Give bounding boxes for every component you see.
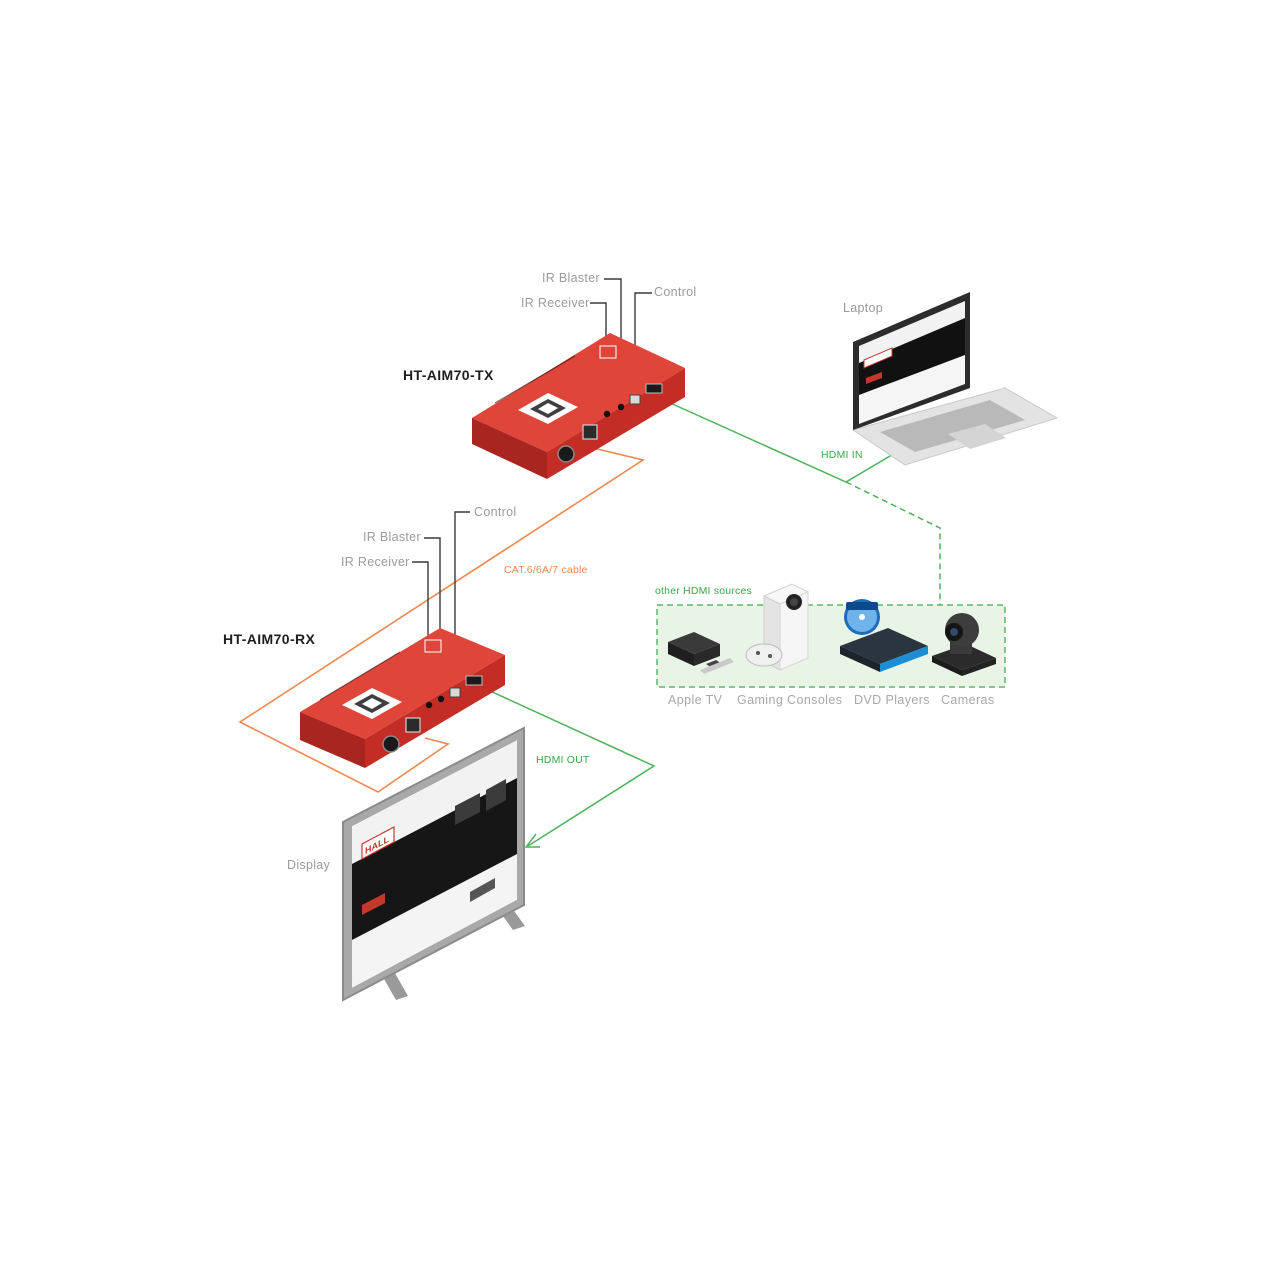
hdmi-in-label: HDMI IN [821,449,863,461]
cat-cable-label: CAT.6/6A/7 cable [504,564,588,576]
hdmi-sources-title: other HDMI sources [655,585,752,597]
hdmi-sources-dashed-line [845,481,941,606]
tx-hdmi-port [645,383,663,394]
source-caption-cameras: Cameras [941,693,995,707]
laptop-illustration [851,292,1059,466]
display-illustration [342,726,525,1002]
rx-hdmi-port [465,675,483,686]
display-label: Display [287,858,331,872]
tx-qr-code [518,393,578,424]
rx-power-connector [382,735,400,753]
hdmi-out-line [487,689,656,848]
apple-tv-illustration [668,632,734,674]
tx-control-port [629,394,641,405]
tx-ir-blaster-label: IR Blaster [542,271,600,285]
tx-ir-receiver-port [603,410,611,418]
rx-ir-blaster-port [437,695,445,703]
rx-device [300,628,505,768]
tx-ir-receiver-label: IR Receiver [521,296,590,310]
source-caption-gaming-consoles: Gaming Consoles [737,693,843,707]
camera-illustration [932,613,996,676]
hdmi-out-label: HDMI OUT [536,754,590,766]
tx-ir-blaster-port [617,403,625,411]
laptop-label: Laptop [843,301,884,315]
rx-control-label: Control [474,505,517,519]
rx-model-label: HT-AIM70-RX [223,631,316,647]
rx-ir-receiver-label: IR Receiver [341,555,410,569]
rx-rj45-port [405,717,421,733]
tx-device [472,333,685,479]
tx-control-label: Control [654,285,697,299]
rx-qr-code [342,688,402,719]
rx-ir-blaster-label: IR Blaster [363,530,421,544]
source-caption-dvd-players: DVD Players [854,693,930,707]
rx-control-port [449,687,461,698]
dvd-player-illustration [840,599,928,672]
gaming-console-illustration [745,583,810,671]
tx-power-connector [557,445,575,463]
rx-ir-receiver-port [425,701,433,709]
tx-model-label: HT-AIM70-TX [403,367,494,383]
cat-cable-line [238,445,645,793]
source-caption-apple-tv: Apple TV [668,693,723,707]
tx-rj45-port [582,424,598,440]
